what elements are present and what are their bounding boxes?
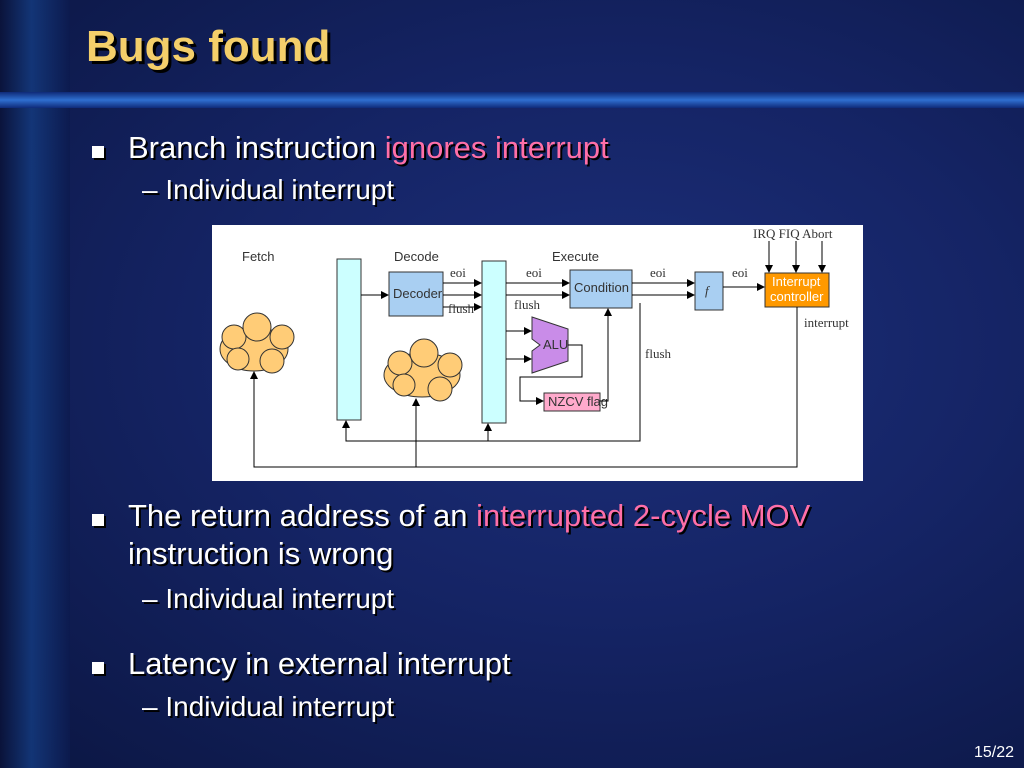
bullet-2-plain: The return address of an (128, 498, 477, 533)
flush-label-3: flush (645, 346, 672, 361)
interrupt-label: interrupt (804, 315, 849, 330)
bullet-1-text: Branch instruction ignores interrupt (128, 129, 968, 167)
decode-cloud (383, 338, 463, 402)
alu-label: ALU (543, 337, 568, 352)
pipeline-diagram: Fetch Decode Execute Decoder Conditi (212, 225, 863, 481)
condition-block (569, 269, 633, 309)
flush-label-2: flush (514, 297, 541, 312)
stage-label-fetch: Fetch (242, 249, 275, 264)
bullet-marker (92, 662, 104, 674)
bullet-3-subitem: – Individual interrupt (142, 691, 395, 722)
condition-label: Condition (574, 280, 629, 295)
page-number: 15/22 (973, 744, 1014, 761)
decoder-block (388, 271, 444, 317)
bullet-2-subitem: – Individual interrupt (142, 583, 395, 614)
bullet-2-text: The return address of an interrupted 2-c… (128, 497, 968, 573)
bullet-1-subitem: – Individual interrupt (142, 174, 395, 205)
pipeline-register-decode (481, 260, 507, 424)
f-block (694, 271, 724, 311)
stage-label-execute: Execute (552, 249, 599, 264)
bullet-1-plain: Branch instruction (128, 130, 385, 165)
eoi-label-3: eoi (650, 265, 666, 280)
slide-title: Bugs found (86, 22, 331, 71)
title-underline-bar (0, 92, 1024, 108)
irq-fiq-abort-label: IRQ FIQ Abort (753, 226, 833, 241)
bullet-1-highlight: ignores interrupt (384, 130, 609, 165)
eoi-label-4: eoi (732, 265, 748, 280)
alu-block (531, 316, 569, 374)
bullet-marker (92, 146, 104, 158)
interrupt-controller-label-1: Interrupt (772, 274, 821, 289)
bullet-3-text: Latency in external interrupt (128, 646, 511, 681)
bullet-2-continuation: instruction is wrong (128, 536, 394, 571)
flush-label-1: flush (448, 301, 475, 316)
eoi-label-2: eoi (526, 265, 542, 280)
decoder-label: Decoder (393, 286, 443, 301)
nzcv-flag-block (543, 392, 601, 412)
pipeline-register-fetch (336, 258, 362, 421)
left-decorative-stripe (0, 0, 70, 768)
eoi-label-1: eoi (450, 265, 466, 280)
nzcv-label: NZCV flag (548, 394, 608, 409)
bullet-marker (92, 514, 104, 526)
pipeline-diagram-svg: Fetch Decode Execute Decoder Conditi (219, 226, 849, 468)
interrupt-controller-label-2: controller (770, 289, 824, 304)
stage-label-decode: Decode (394, 249, 439, 264)
fetch-cloud (219, 312, 295, 374)
bullet-2-highlight: interrupted 2-cycle MOV (476, 498, 811, 533)
f-label: f (705, 283, 711, 298)
